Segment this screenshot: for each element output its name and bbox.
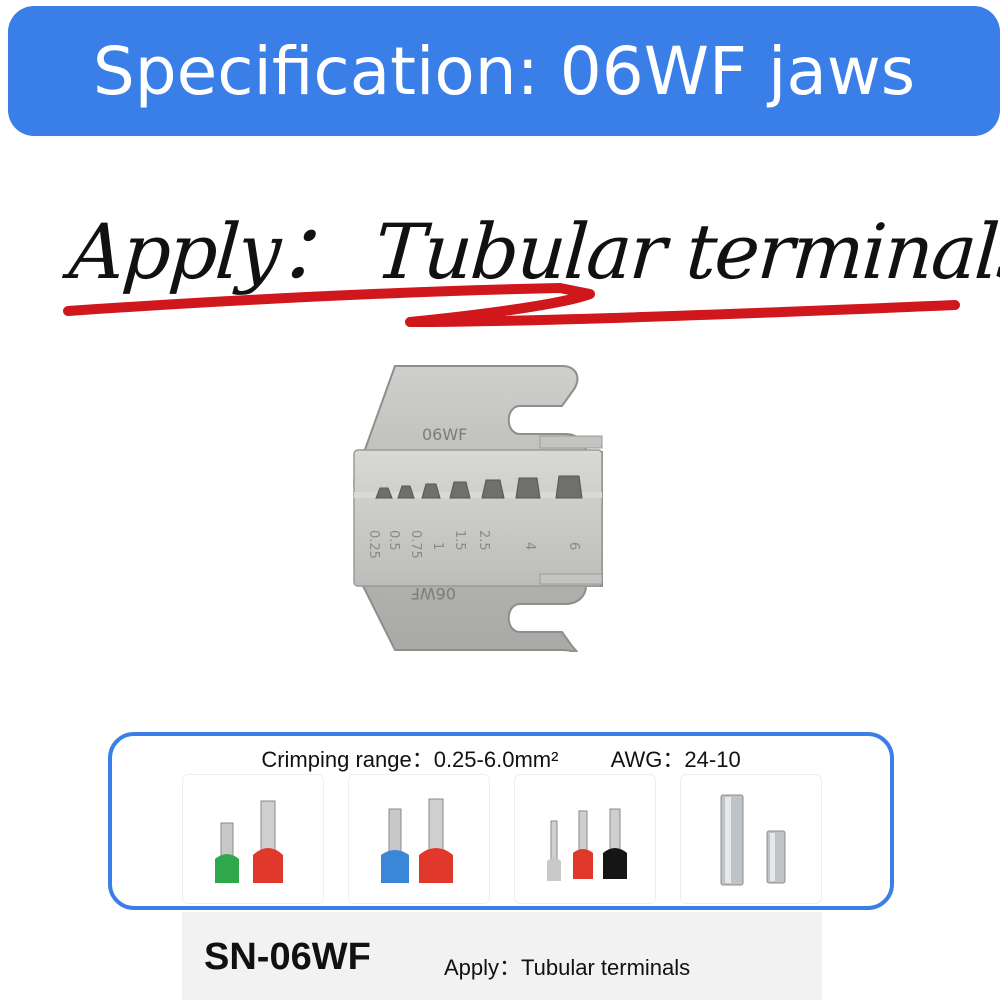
die-bottom-marking: 06WF (411, 584, 456, 603)
terminal-pair-green-red-icon (215, 800, 283, 883)
size-label-0-5: 0.5 (386, 530, 401, 551)
crimping-range-label: Crimping range：0.25-6.0mm² (261, 747, 559, 772)
terminal-image-1 (182, 774, 324, 904)
size-label-2-5: 2.5 (476, 530, 491, 551)
size-label-4: 4 (522, 542, 537, 550)
die-top-marking: 06WF (422, 425, 467, 444)
terminal-trio-grey-red-black-icon (547, 808, 627, 881)
title-banner: Specification: 06WF jaws (8, 6, 1000, 136)
crimping-range-box: Crimping range：0.25-6.0mm² AWG：24-10 (108, 732, 894, 910)
size-label-0-75: 0.75 (408, 530, 423, 559)
bare-tube-terminal-icon (720, 794, 786, 886)
model-number: SN-06WF (204, 936, 371, 978)
size-label-1-5: 1.5 (452, 530, 467, 551)
footer-panel: SN-06WF Apply：Tubular terminals (182, 912, 822, 1000)
size-label-0-25: 0.25 (366, 530, 381, 559)
apply-heading: Apply： Tubular terminals (66, 207, 1000, 296)
apply-heading-area: Apply： Tubular terminals (0, 170, 1000, 340)
crimping-range-caption: Crimping range：0.25-6.0mm² AWG：24-10 (112, 742, 890, 774)
terminal-pair-blue-red-icon (381, 798, 453, 883)
terminal-image-3 (514, 774, 656, 904)
size-label-1: 1 (430, 542, 445, 550)
size-label-6: 6 (566, 542, 581, 550)
footer-apply-text: Apply：Tubular terminals (444, 955, 691, 980)
banner-title: Specification: 06WF jaws (92, 32, 916, 110)
terminal-image-2 (348, 774, 490, 904)
red-underline-stroke (63, 283, 960, 327)
crimp-die-image: 06WF 06WF 0.25 0.5 0.75 1 1.5 2.5 4 6 (352, 365, 603, 652)
terminal-image-4 (680, 774, 822, 904)
awg-label: AWG：24-10 (610, 747, 741, 772)
